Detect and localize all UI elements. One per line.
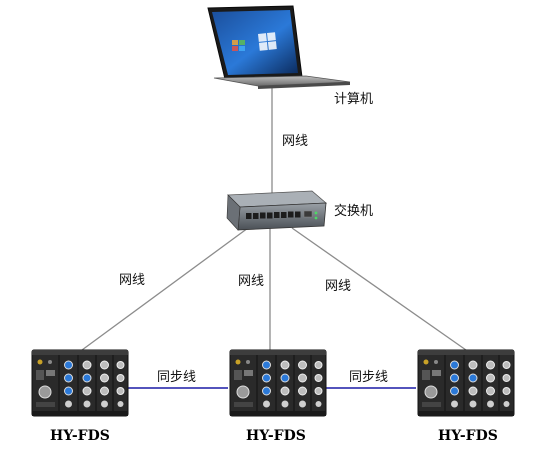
laptop-label: 计算机 xyxy=(334,92,373,107)
cable-label-switch-device-left: 网线 xyxy=(119,273,145,288)
device-label: HY-FDS xyxy=(438,428,498,444)
device-left: HY-FDS xyxy=(31,349,129,444)
fds-chassis-icon xyxy=(229,349,327,417)
sync-label-left: 同步线 xyxy=(157,370,196,385)
network-cables xyxy=(81,88,467,351)
sync-label-right: 同步线 xyxy=(349,370,388,385)
fds-chassis-icon xyxy=(31,349,129,417)
cable-switch-device-left xyxy=(81,227,249,351)
laptop-icon xyxy=(207,5,351,89)
device-label: HY-FDS xyxy=(246,428,306,444)
device-right: HY-FDS xyxy=(417,349,515,444)
fds-chassis-icon xyxy=(417,349,515,417)
device-label: HY-FDS xyxy=(50,428,110,444)
cable-switch-device-right xyxy=(291,227,467,351)
switch-icon xyxy=(226,190,328,231)
device-center: HY-FDS xyxy=(229,349,327,444)
cable-label-laptop-switch: 网线 xyxy=(282,134,308,149)
switch-label: 交换机 xyxy=(334,203,373,219)
cable-label-switch-device-center: 网线 xyxy=(238,274,264,289)
cable-label-switch-device-right: 网线 xyxy=(325,279,351,294)
